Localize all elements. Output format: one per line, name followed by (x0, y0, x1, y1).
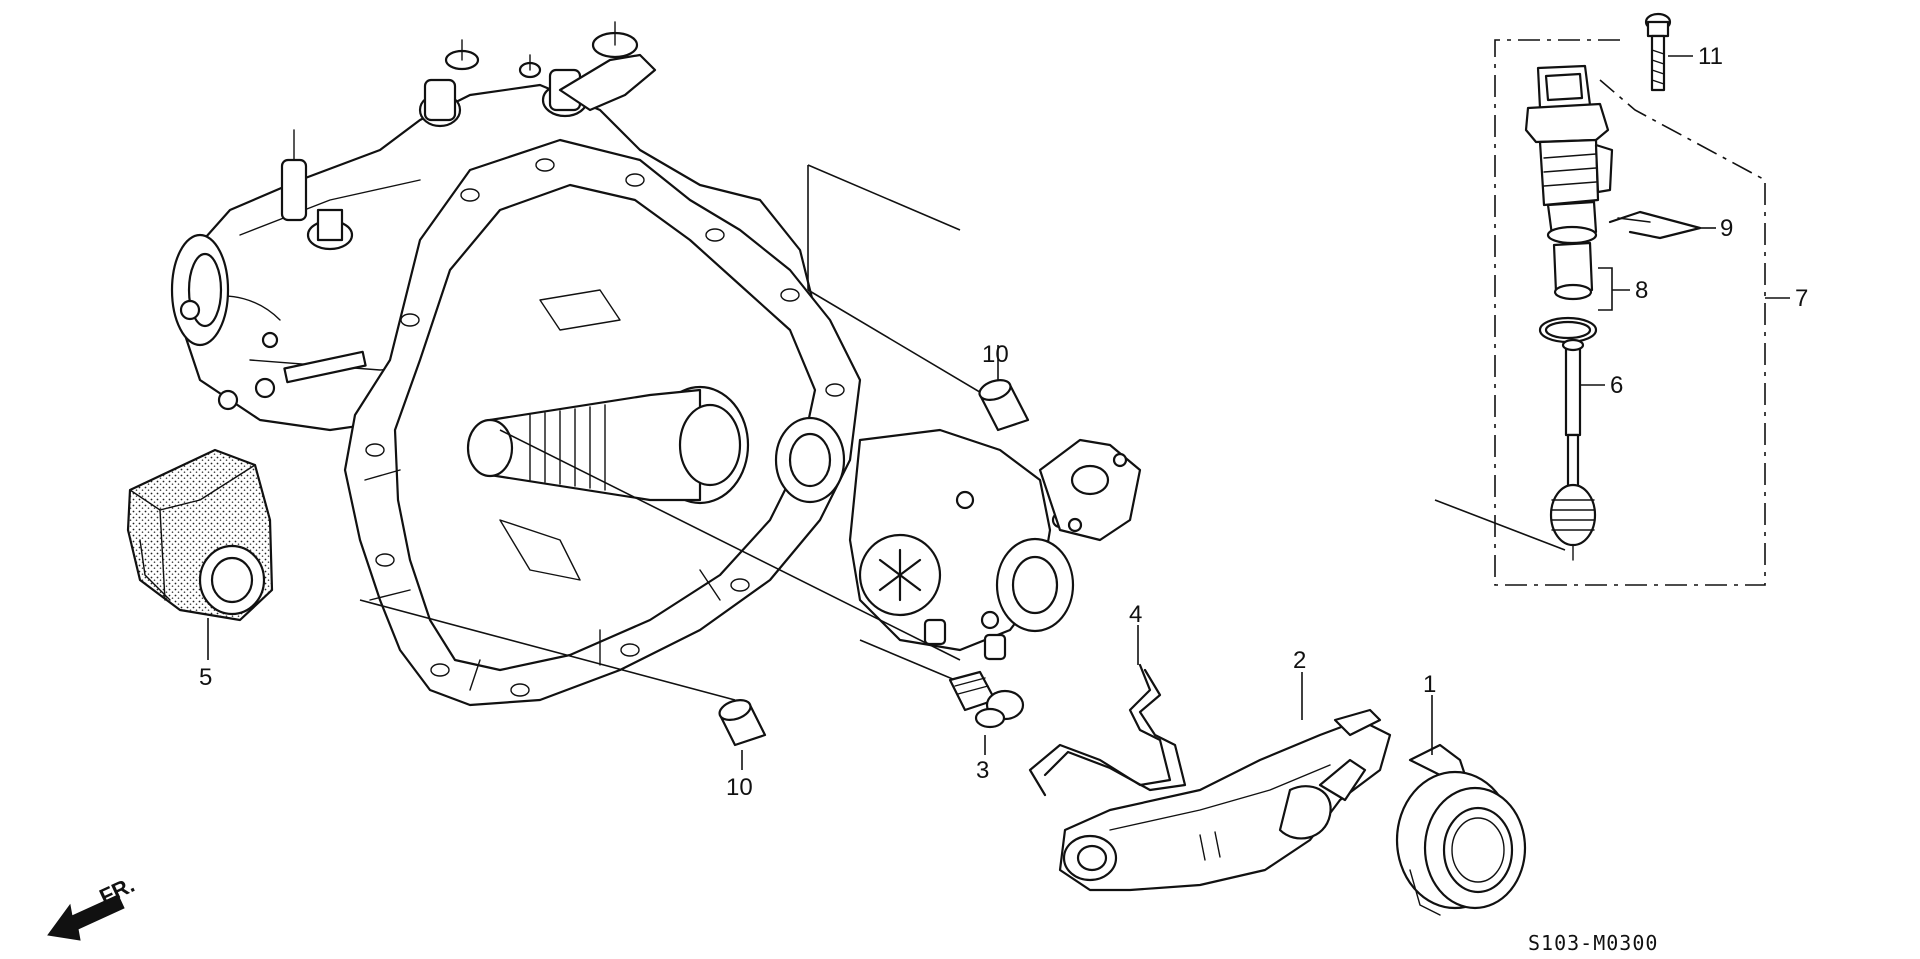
callout-leaders (207, 55, 1790, 770)
callout-6: 6 (1610, 372, 1623, 399)
callout-4: 4 (1129, 601, 1142, 628)
callout-7: 7 (1795, 285, 1808, 312)
sensor-bolt (1644, 12, 1672, 92)
drain-plug (859, 639, 1025, 729)
speed-sensor-assembly (1434, 12, 1766, 586)
callout-10-lower: 10 (726, 774, 753, 801)
transmission-mount (126, 448, 274, 622)
fork-clip-spring (1028, 663, 1187, 797)
dowel-pin-upper (978, 379, 1030, 432)
callout-8: 8 (1635, 277, 1648, 304)
speedometer-driven-gear (1549, 338, 1597, 561)
front-direction-arrow: FR. (47, 872, 138, 941)
callout-3: 3 (976, 757, 989, 784)
dowel-pin-lower (718, 699, 767, 747)
clutch-release-bearing (1395, 743, 1527, 916)
callout-10-upper: 10 (982, 341, 1009, 368)
transmission-housing (170, 21, 1142, 707)
speed-sensor (1524, 64, 1614, 301)
callout-1: 1 (1423, 671, 1436, 698)
callout-2: 2 (1293, 647, 1306, 674)
callout-9: 9 (1720, 215, 1733, 242)
callout-11: 11 (1698, 43, 1723, 70)
diagram-code: S103-M0300 (1528, 931, 1658, 955)
clutch-release-fork (1058, 708, 1392, 892)
sensor-o-ring (1538, 316, 1598, 344)
callout-5: 5 (199, 664, 212, 691)
sensor-clip (1608, 210, 1702, 240)
